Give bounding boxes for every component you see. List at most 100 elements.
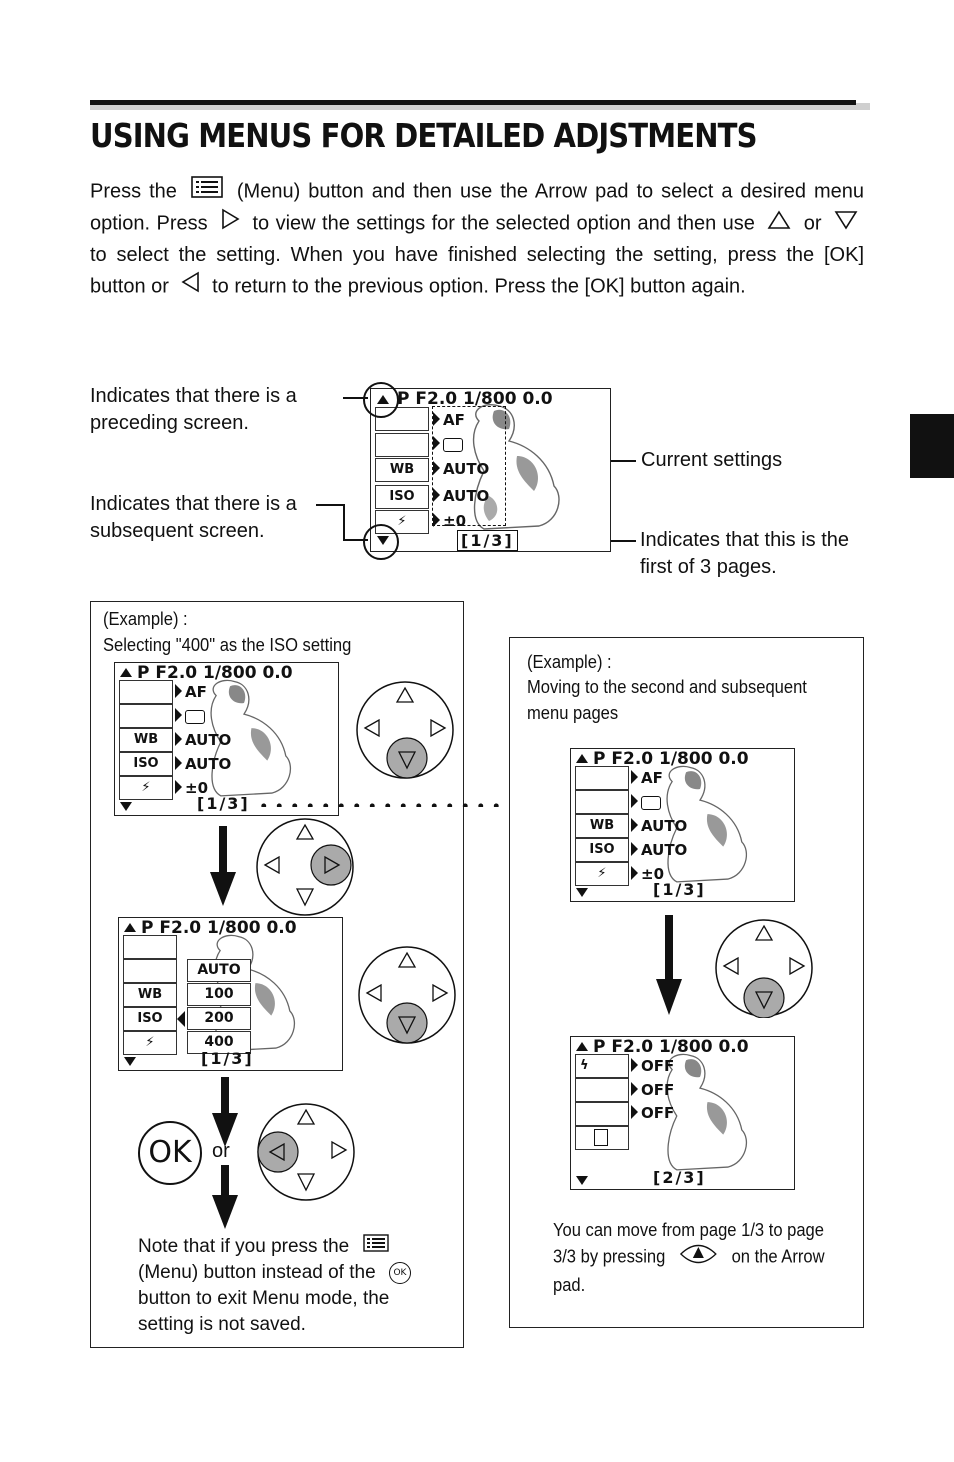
lcd-p2-val-2: OFF xyxy=(631,1081,674,1099)
lcd-val-1: AF xyxy=(433,411,465,429)
intro-text-2: (Menu) button and then use the Arrow pad… xyxy=(90,180,865,235)
example1-label: (Example) : xyxy=(103,609,188,629)
quality-icon xyxy=(641,795,661,810)
menu-icon xyxy=(191,176,223,208)
leader-line-preceding xyxy=(343,397,368,399)
intro-text-5: to select the setting. When you have fin… xyxy=(90,244,864,298)
intro-text-3: to view the settings for the selected op… xyxy=(252,212,755,235)
lcd-val-wb: AUTO xyxy=(175,731,231,749)
ok-button-icon: OK xyxy=(138,1121,202,1185)
lcd-row-2 xyxy=(119,704,173,728)
lcd-ex2-a: P F2.0 1/800 0.0 WB ISO ⚡ AF AUTO AUTO ±… xyxy=(570,748,795,902)
scroll-up-indicator xyxy=(576,1042,588,1051)
lcd-ex1-a: P F2.0 1/800 0.0 WB ISO ⚡ AF AUTO AUTO ±… xyxy=(114,662,339,816)
arrow-pad-icon xyxy=(358,946,456,1044)
flash-comp-icon: ⚡ xyxy=(397,514,407,529)
lcd-val-iso: AUTO xyxy=(631,841,687,859)
lcd-ex1-b: P F2.0 1/800 0.0 WB ISO ⚡ AUTO 100 200 4… xyxy=(118,917,343,1071)
iso-option-400: 400 xyxy=(187,1031,251,1054)
lcd-val-iso: AUTO xyxy=(433,487,489,505)
note-text-1: Note that if you press the xyxy=(138,1236,350,1258)
intro-text-4: or xyxy=(803,212,822,235)
lcd-row-flash-mode: ϟ xyxy=(575,1054,629,1078)
lcd-header: P F2.0 1/800 0.0 xyxy=(141,918,297,938)
lcd-val-1: AF xyxy=(631,769,663,787)
iso-option-200: 200 xyxy=(187,1007,251,1030)
lcd-page-indicator: [2/3] xyxy=(653,1168,706,1187)
lcd-header: P F2.0 1/800 0.0 xyxy=(397,389,553,409)
note2-text-1: You can move from page 1/3 to page 3/3 b… xyxy=(553,1220,824,1267)
note-text-3: button to exit Menu mode, the setting is… xyxy=(138,1288,390,1336)
arrow-pad-icon xyxy=(715,919,813,1018)
scroll-down-indicator xyxy=(576,888,588,897)
lcd-header: P F2.0 1/800 0.0 xyxy=(137,663,293,683)
scroll-up-indicator xyxy=(576,754,588,763)
lcd-row-iso: ISO xyxy=(375,485,429,509)
leader-line-subsequent-3 xyxy=(343,539,368,541)
note-text-2: (Menu) button instead of the xyxy=(138,1262,376,1284)
lcd-row-iso: ISO xyxy=(123,1007,177,1031)
lcd-val-flash: ±0 xyxy=(175,779,208,797)
lcd-row-1 xyxy=(575,766,629,790)
lcd-row-2 xyxy=(375,433,429,457)
callout-subsequent: Indicates that there is a subsequent scr… xyxy=(90,493,297,542)
lcd-val-wb: AUTO xyxy=(433,460,489,478)
lcd-row-flash: ⚡ xyxy=(575,862,629,886)
lcd-val-2 xyxy=(631,793,661,811)
down-flow-arrow xyxy=(210,826,236,906)
lcd-row-1 xyxy=(119,680,173,704)
lcd-row-wb: WB xyxy=(375,458,429,482)
current-settings-frame xyxy=(432,406,506,526)
lcd-val-flash: ±0 xyxy=(631,865,664,883)
leader-line-subsequent-1 xyxy=(316,504,344,506)
down-flow-arrow xyxy=(212,1077,238,1147)
lcd-row-iso: ISO xyxy=(119,752,173,776)
lcd-header: P F2.0 1/800 0.0 xyxy=(593,749,749,769)
arrow-pad-icon xyxy=(256,818,354,916)
callout-current: Current settings xyxy=(641,449,783,471)
lcd-val-2 xyxy=(175,707,205,725)
lcd-row-card xyxy=(575,1126,629,1150)
iso-option-auto: AUTO xyxy=(187,959,251,982)
lcd-row-1 xyxy=(123,935,177,959)
preceding-highlight-circle xyxy=(363,382,399,418)
lcd-page-indicator: [1/3] xyxy=(201,1049,254,1068)
lcd-row-flash: ⚡ xyxy=(119,776,173,800)
subsequent-highlight-circle xyxy=(363,524,399,560)
callout-preceding: Indicates that there is a preceding scre… xyxy=(90,385,297,434)
header-rule xyxy=(90,100,856,105)
lcd-row-3 xyxy=(575,1102,629,1126)
section-tab xyxy=(910,414,954,478)
example2-label: (Example) : xyxy=(527,652,612,672)
iso-option-100: 100 xyxy=(187,983,251,1006)
lcd-ex2-b: P F2.0 1/800 0.0 ϟ OFF OFF OFF [2/3] xyxy=(570,1036,795,1190)
lcd-row-2 xyxy=(123,959,177,983)
intro-text-1: Press the xyxy=(90,180,177,203)
example2-box xyxy=(509,637,864,1328)
flash-comp-icon: ⚡ xyxy=(141,780,151,795)
down-flow-arrow xyxy=(656,915,682,1015)
down-arrow-icon xyxy=(834,209,858,240)
example1-box xyxy=(90,601,464,1348)
example1-text: Selecting "400" as the ISO setting xyxy=(103,635,352,655)
quality-icon xyxy=(443,437,463,452)
lcd-p2-val-3: OFF xyxy=(631,1104,674,1122)
down-flow-arrow xyxy=(212,1165,238,1229)
left-arrow-icon xyxy=(180,271,201,303)
scroll-up-indicator xyxy=(124,923,136,932)
example1-note: Note that if you press the (Menu) button… xyxy=(138,1234,438,1338)
lcd-row-wb: WB xyxy=(123,983,177,1007)
lcd-row-wb: WB xyxy=(575,814,629,838)
example2-text: Moving to the second and subsequent menu… xyxy=(527,677,807,723)
scroll-down-indicator xyxy=(124,1057,136,1066)
note2-text-2: on the Arrow pad. xyxy=(553,1246,825,1295)
lcd-row-wb: WB xyxy=(119,728,173,752)
leader-line-subsequent-2 xyxy=(343,504,345,540)
up-button-icon xyxy=(679,1243,718,1272)
lcd-p2-val-1: OFF xyxy=(631,1057,674,1075)
lcd-page-indicator: [1/3] xyxy=(197,794,250,813)
callout-first-page: Indicates that this is the first of 3 pa… xyxy=(640,529,850,578)
selection-pointer-icon xyxy=(177,1011,185,1027)
lcd-row-flash: ⚡ xyxy=(123,1031,177,1055)
flash-comp-icon: ⚡ xyxy=(145,1035,155,1050)
